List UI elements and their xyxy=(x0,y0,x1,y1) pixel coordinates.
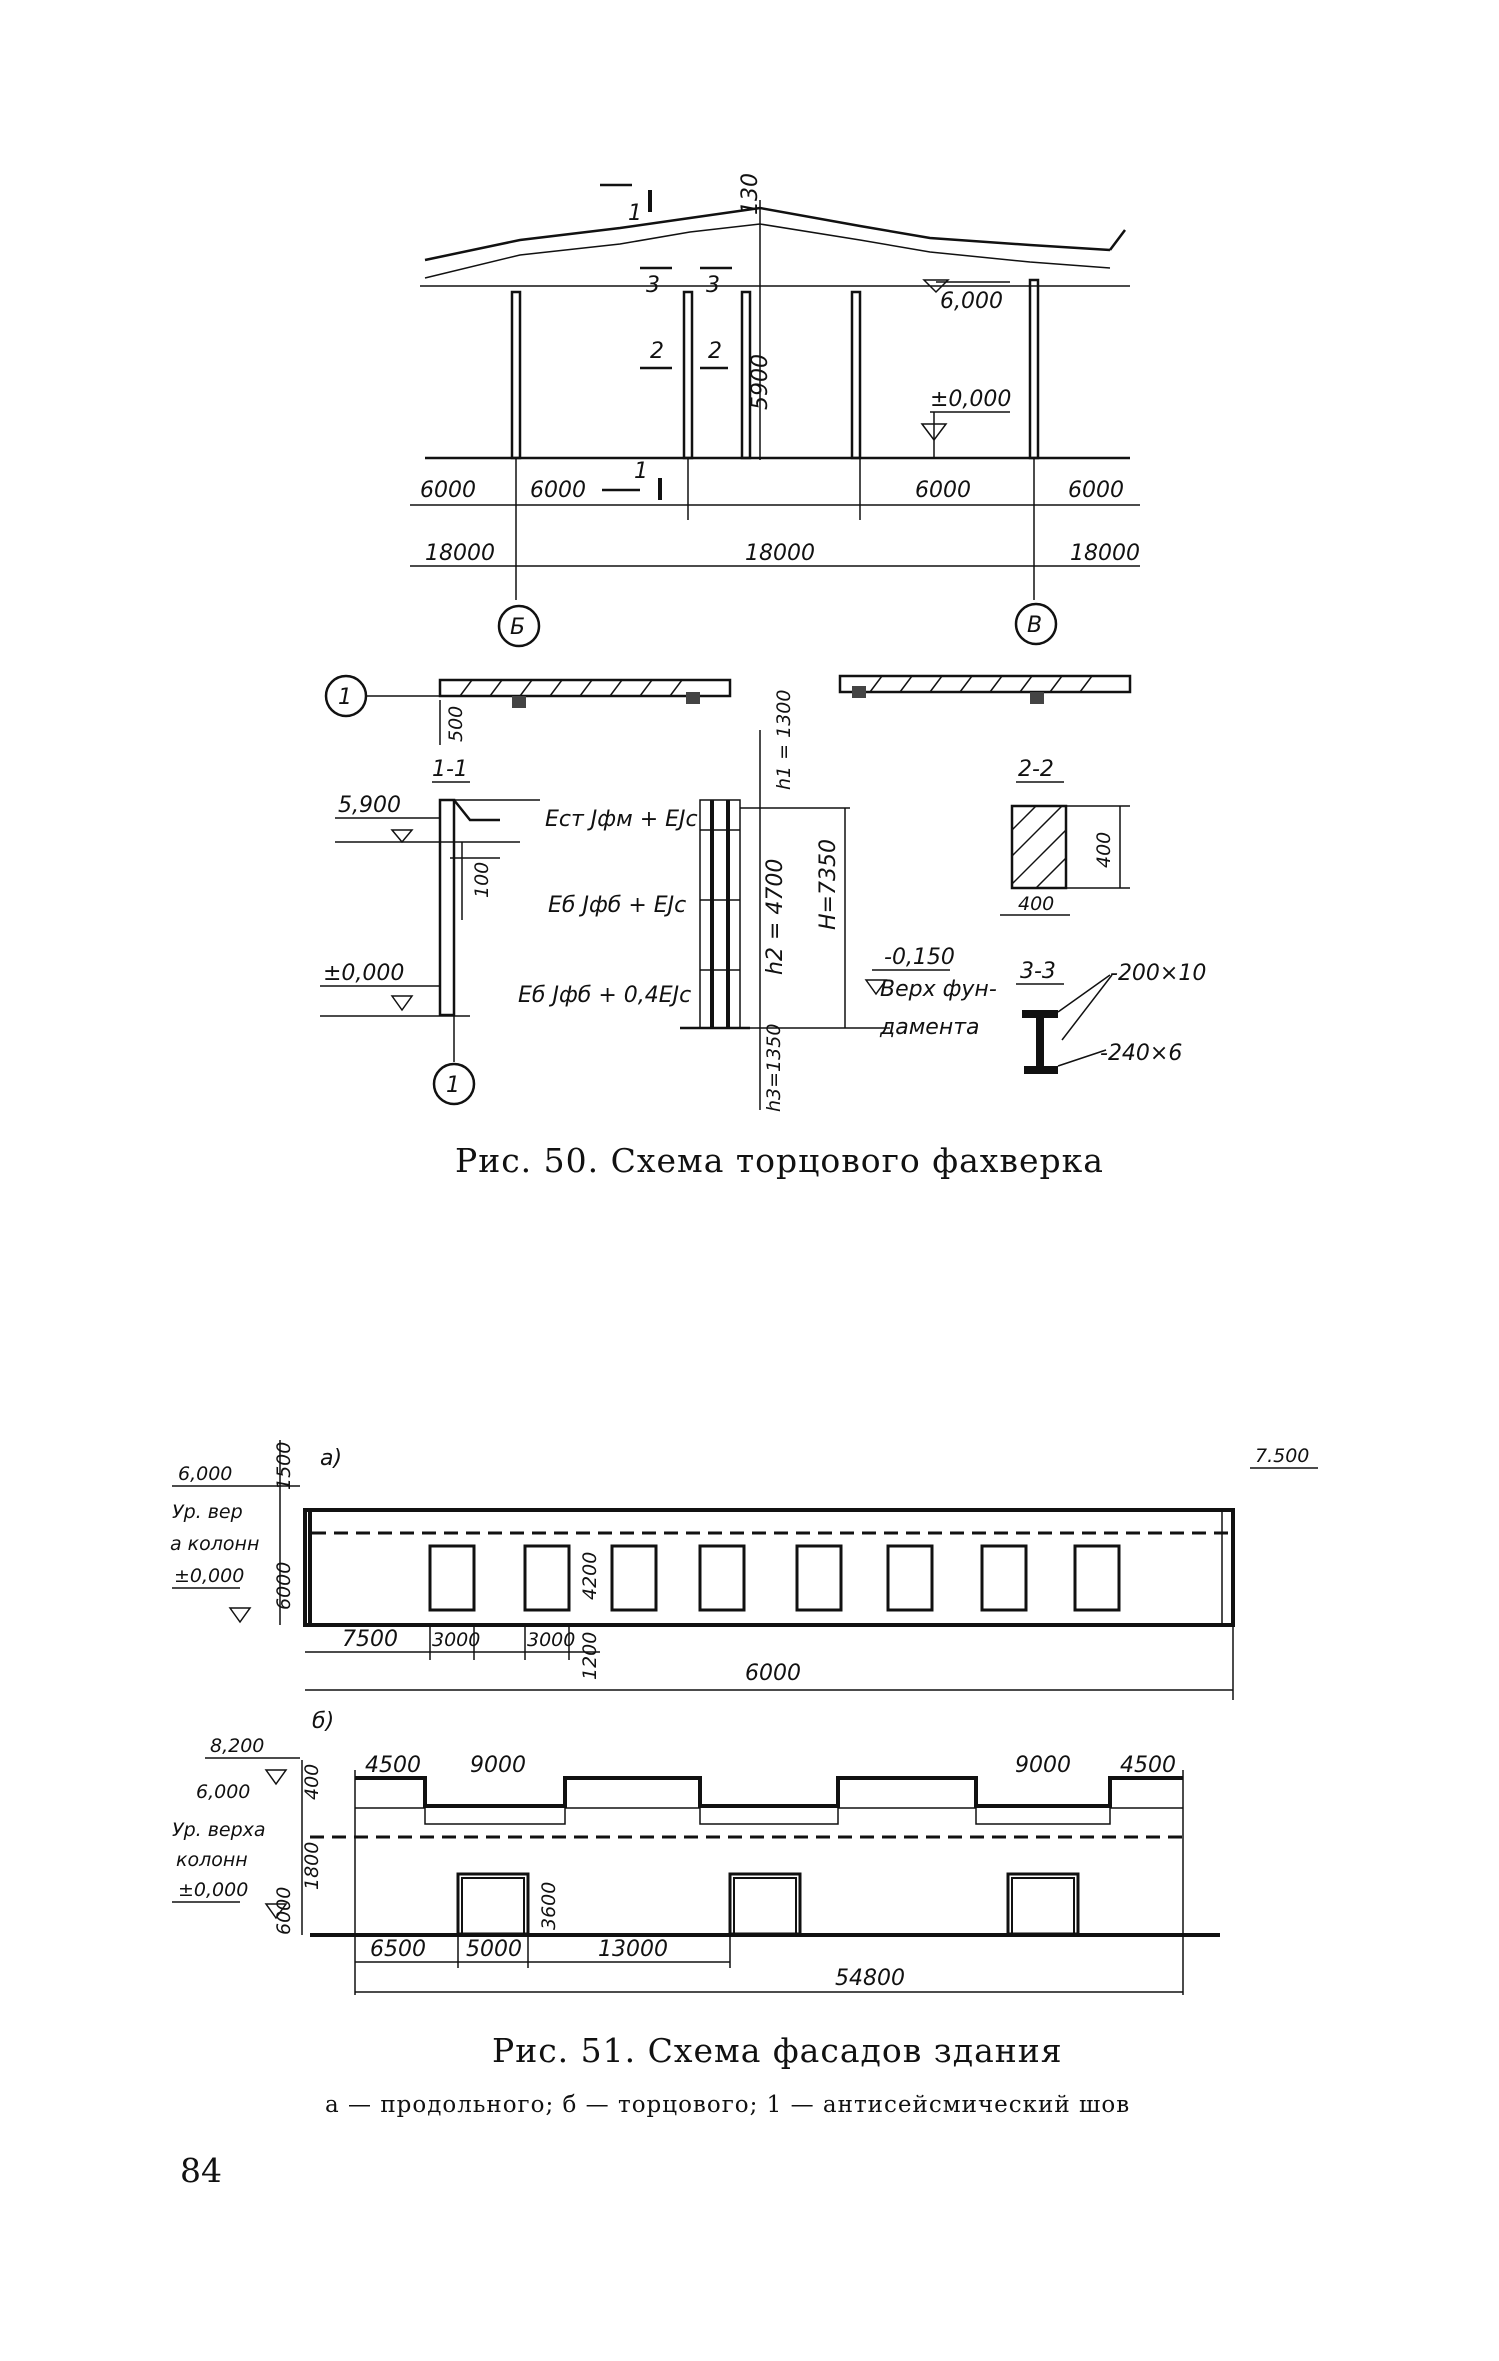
b-level-ur: Ур. верха xyxy=(172,1819,266,1841)
fdn-text-1: Верх фун- xyxy=(880,977,997,1002)
page-number: 84 xyxy=(180,2151,222,2190)
section-mark-3-left: 3 xyxy=(646,273,660,298)
level-zero: ±0,000 xyxy=(930,387,1011,412)
b-total: 54800 xyxy=(835,1966,905,1991)
a-span-7500: 7500 xyxy=(342,1627,398,1652)
formula-1: Eст Jфм + EJc xyxy=(545,807,698,832)
a-span-3000-2: 3000 xyxy=(527,1629,575,1651)
b-bottom-13000: 13000 xyxy=(598,1937,668,1962)
fdn-text-2: дамента xyxy=(879,1015,980,1040)
formula-2: Eб Jфб + EJc xyxy=(548,893,686,918)
b-top-4500-1: 4500 xyxy=(365,1753,421,1778)
b-top-9000-2: 9000 xyxy=(1015,1753,1071,1778)
label-a: а) xyxy=(320,1446,342,1471)
sec-3-3-label: 3-3 xyxy=(1020,959,1056,984)
axis-1-sec: 1 xyxy=(446,1073,460,1098)
section-mark-1-bottom: 1 xyxy=(634,459,648,484)
dim-130: 130 xyxy=(738,173,763,215)
plate-2: -240×6 xyxy=(1100,1041,1182,1066)
b-level-zero: ±0,000 xyxy=(178,1879,248,1901)
b-level-6000: 6,000 xyxy=(196,1781,250,1803)
dim-100: 100 xyxy=(471,862,493,898)
span-18000-left: 18000 xyxy=(425,541,495,566)
span-6000-1: 6000 xyxy=(420,478,476,503)
figure-50-section-3-3: 3-3 -200×10 -240×6 xyxy=(1016,959,1206,1074)
figure-51-subcaption: а — продольного; б — торцового; 1 — анти… xyxy=(325,2092,1130,2118)
a-total: 6000 xyxy=(745,1661,801,1686)
section-mark-1-top: 1 xyxy=(628,201,642,226)
b-level-8200: 8,200 xyxy=(210,1735,264,1757)
level-zero-sec: ±0,000 xyxy=(323,961,404,986)
level-6000: 6,000 xyxy=(940,289,1003,314)
b-bottom-6500: 6500 xyxy=(370,1937,426,1962)
a-dim-1200: 1200 xyxy=(579,1632,601,1680)
level-5900: 5,900 xyxy=(338,793,401,818)
span-6000-3: 6000 xyxy=(915,478,971,503)
figure-50-column-diagram: Eст Jфм + EJc Eб Jфб + EJc Eб Jфб + 0,4E… xyxy=(518,690,997,1112)
span-18000-right: 18000 xyxy=(1070,541,1140,566)
section-mark-3-right: 3 xyxy=(706,273,720,298)
figure-51a-facade: а) 6,000 Ур. вер а колонн ±0,000 1500 60… xyxy=(170,1440,1318,1700)
section-mark-2-left: 2 xyxy=(650,339,664,364)
b-bottom-5000: 5000 xyxy=(466,1937,522,1962)
section-mark-2-right: 2 xyxy=(708,339,722,364)
dim-500: 500 xyxy=(445,706,467,742)
dim-5900: 5900 xyxy=(748,354,773,410)
axis-v: В xyxy=(1027,613,1042,638)
figure-51-caption: Рис. 51. Схема фасадов здания xyxy=(492,2031,1063,2070)
span-6000-4: 6000 xyxy=(1068,478,1124,503)
a-level-zero: ±0,000 xyxy=(174,1565,244,1587)
a-span-3000-1: 3000 xyxy=(432,1629,480,1651)
b-dim-6000v: 6000 xyxy=(273,1887,295,1935)
label-b: б) xyxy=(312,1709,334,1734)
dim-h3: h3=1350 xyxy=(763,1024,785,1112)
sec-2-2-label: 2-2 xyxy=(1018,757,1054,782)
dim-h2: h2 = 4700 xyxy=(763,859,788,975)
plate-1: -200×10 xyxy=(1110,961,1206,986)
formula-3: Eб Jфб + 0,4EJc xyxy=(518,983,691,1008)
figure-50-plan: 1 500 xyxy=(324,674,1132,745)
a-level-6000: 6,000 xyxy=(178,1463,232,1485)
b-top-9000-1: 9000 xyxy=(470,1753,526,1778)
a-dim-1500: 1500 xyxy=(273,1442,295,1490)
b-dim-3600: 3600 xyxy=(538,1882,560,1930)
sec22-dim-b: 400 xyxy=(1093,832,1115,868)
figure-50-section-2-2: 2-2 400 400 xyxy=(1000,757,1130,916)
span-6000-2: 6000 xyxy=(530,478,586,503)
a-level-ur: Ур. вер xyxy=(172,1501,243,1523)
axis-b: Б xyxy=(510,615,525,640)
figure-50-elevation: 1 130 3 3 2 2 5900 6,000 ±0,000 6000 600… xyxy=(410,173,1140,648)
a-level-kolonn: а колонн xyxy=(170,1533,259,1555)
sec-1-1-label: 1-1 xyxy=(432,757,468,782)
axis-1-plan: 1 xyxy=(338,685,352,710)
a-dim-4200: 4200 xyxy=(579,1552,601,1600)
span-18000-mid: 18000 xyxy=(745,541,815,566)
level-fdn: -0,150 xyxy=(884,945,955,970)
figure-51b-facade: б) 8,200 6,000 Ур. верха колонн ±0,000 4… xyxy=(172,1709,1220,1995)
b-level-kolonn: колонн xyxy=(176,1849,248,1871)
b-top-4500-2: 4500 xyxy=(1120,1753,1176,1778)
sec22-dim-a: 400 xyxy=(1018,893,1054,915)
b-dim-1800: 1800 xyxy=(301,1842,323,1890)
a-dim-6000v: 6000 xyxy=(273,1562,295,1610)
a-level-right: 7.500 xyxy=(1255,1445,1309,1467)
dim-h1: h1 = 1300 xyxy=(773,690,795,790)
b-dim-400: 400 xyxy=(301,1764,323,1800)
dim-H: H=7350 xyxy=(816,839,841,930)
figure-50-section-1-1: 1-1 5,900 100 ±0,000 1 xyxy=(320,757,540,1106)
figure-50-caption: Рис. 50. Схема торцового фахверка xyxy=(455,1141,1104,1180)
